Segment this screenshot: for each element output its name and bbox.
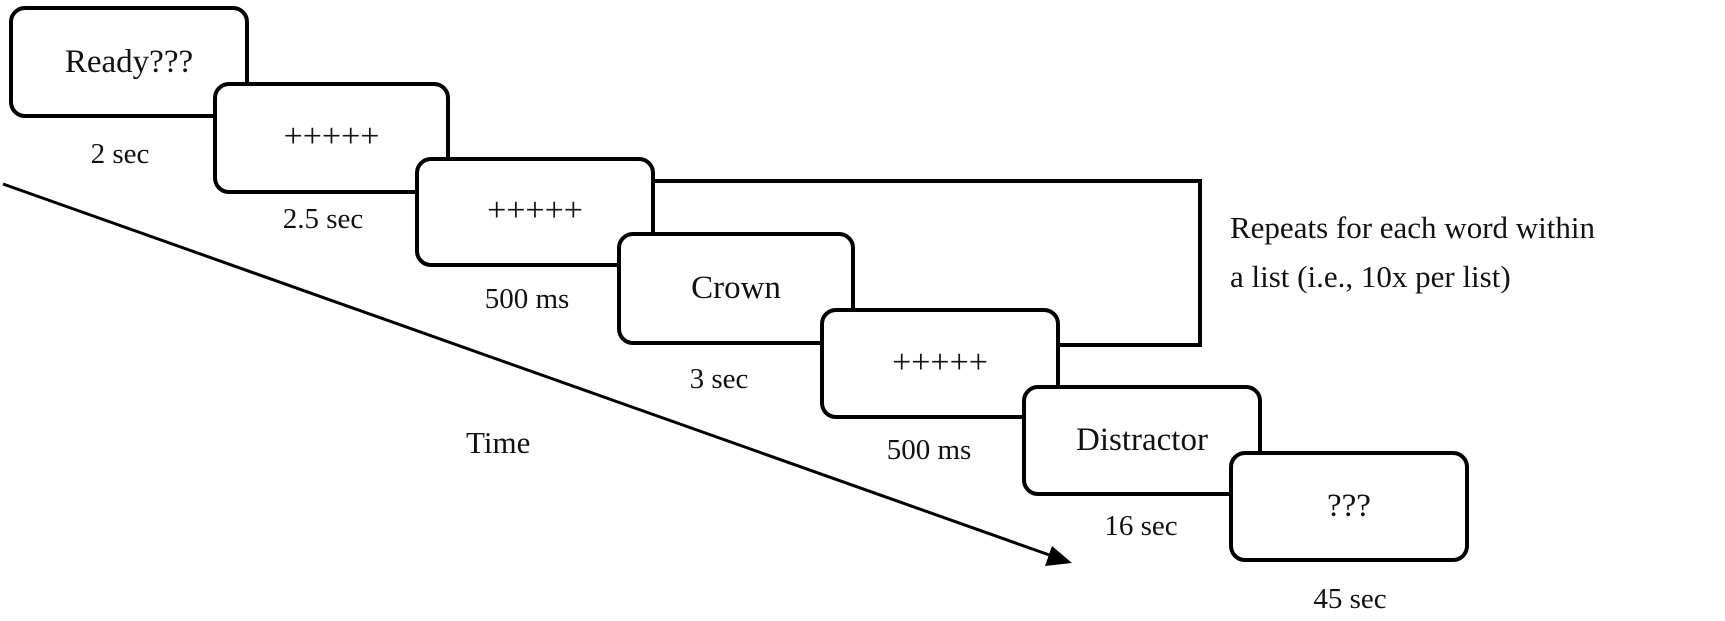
screen-word: Crown [617,232,855,345]
duration-ready: 2 sec [90,138,150,170]
screen-fixation-1-text: +++++ [283,118,380,155]
duration-fixation-2: 500 ms [484,283,570,315]
repeat-note: Repeats for each word within a list (i.e… [1230,203,1595,301]
duration-distractor: 16 sec [1104,510,1178,542]
time-arrow-head [1045,546,1072,566]
screen-fixation-1: +++++ [213,82,450,194]
screen-word-text: Crown [691,270,781,306]
duration-fixation-3: 500 ms [886,434,972,466]
time-arrow-line [2,182,1056,559]
repeat-note-line-1: Repeats for each word within [1230,210,1595,245]
screen-distractor: Distractor [1022,385,1262,496]
screen-recall: ??? [1229,451,1469,562]
repeat-note-line-2: a list (i.e., 10x per list) [1230,259,1511,294]
screen-fixation-3-text: +++++ [892,343,988,381]
screen-fixation-3: +++++ [820,308,1060,419]
screen-ready-text: Ready??? [64,43,194,80]
screen-recall-text: ??? [1327,488,1371,524]
screen-fixation-2-text: +++++ [487,192,583,229]
duration-recall: 45 sec [1313,583,1387,615]
duration-word: 3 sec [689,363,749,395]
duration-fixation-1: 2.5 sec [282,203,364,235]
repeat-bracket [653,179,1202,347]
screen-fixation-2: +++++ [415,157,655,267]
time-label: Time [466,425,531,460]
screen-distractor-text: Distractor [1076,422,1208,458]
screen-ready: Ready??? [9,6,249,118]
